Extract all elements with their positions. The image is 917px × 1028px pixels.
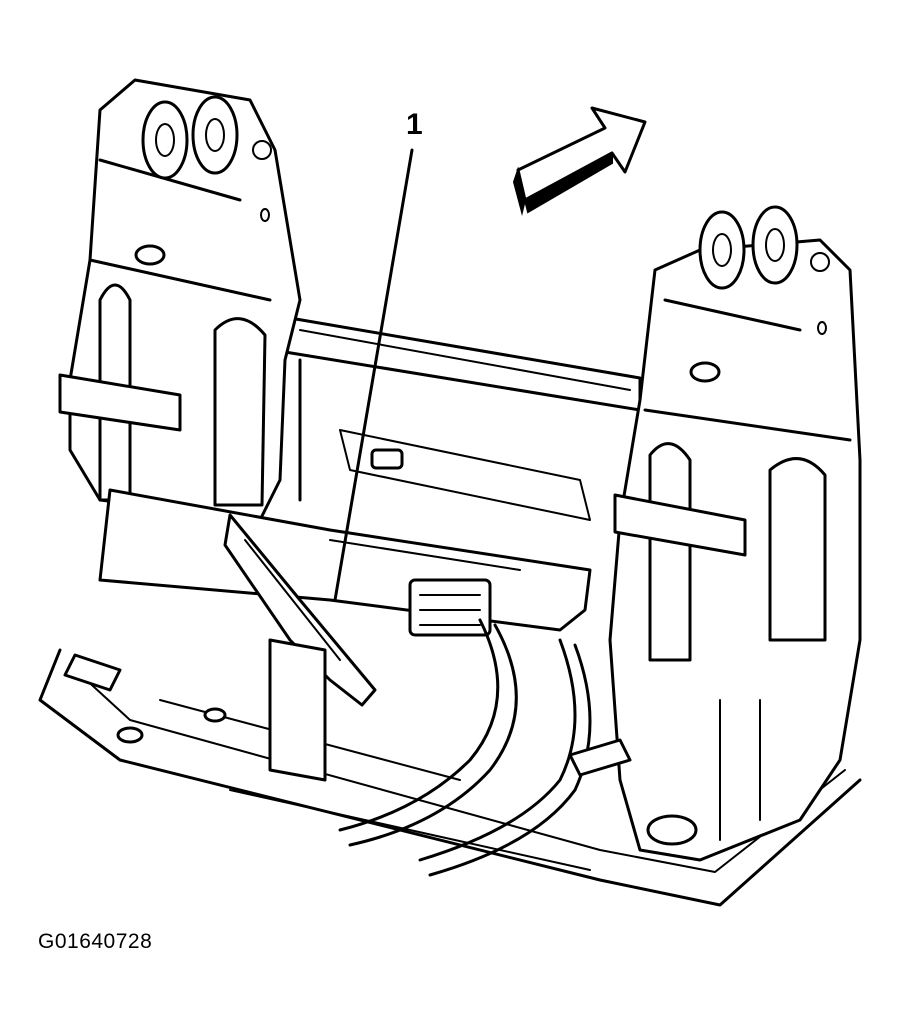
left-side-bracket bbox=[58, 78, 302, 522]
right-side-bracket bbox=[608, 238, 862, 862]
callout-leader-line bbox=[333, 148, 414, 602]
seat-strap bbox=[223, 513, 377, 707]
connector bbox=[408, 578, 492, 637]
callout-number: 1 bbox=[406, 108, 423, 141]
left-seat-rollers bbox=[141, 95, 239, 180]
figure-id: G01640728 bbox=[38, 930, 153, 953]
forward-arrow-icon bbox=[512, 106, 647, 216]
right-seat-rollers bbox=[698, 205, 799, 290]
lower-mounts bbox=[63, 638, 632, 782]
wiring-harness bbox=[338, 618, 592, 877]
rear-cross-bar bbox=[283, 316, 642, 502]
